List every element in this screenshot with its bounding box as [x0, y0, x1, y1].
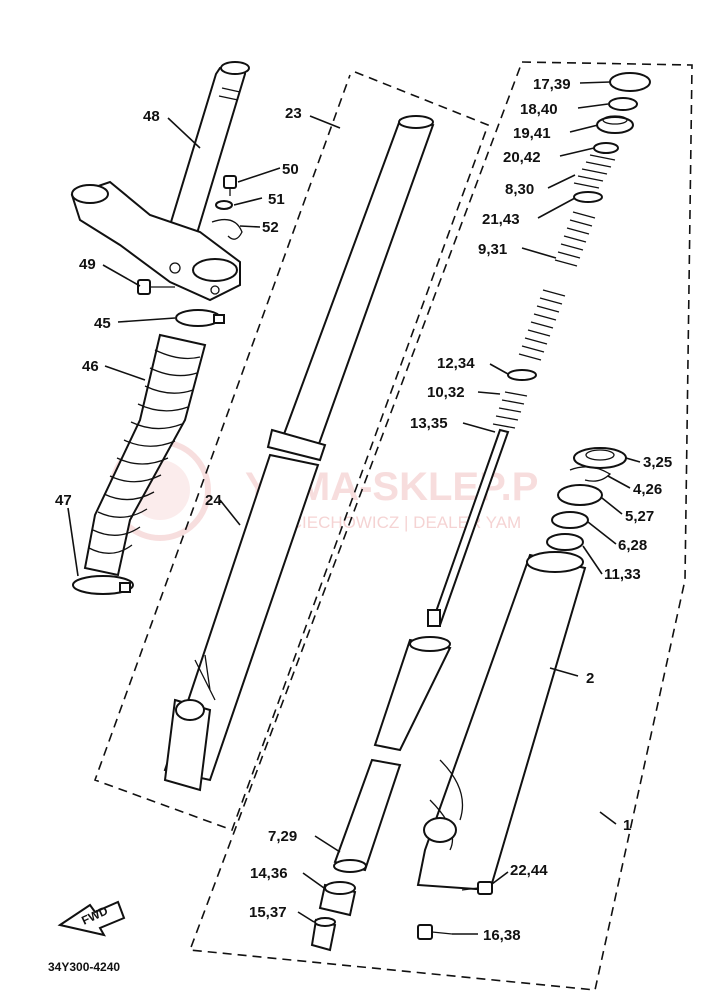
- label-51: 51: [268, 191, 285, 208]
- label-17-39: 17,39: [533, 76, 571, 93]
- bushing-11-33: [546, 533, 584, 551]
- copper-washer-15-37: [310, 917, 337, 952]
- label-15-37: 15,37: [249, 904, 287, 921]
- label-50: 50: [282, 161, 299, 178]
- label-1: 1: [623, 817, 631, 834]
- outer-tube-24: [163, 453, 320, 792]
- label-16-38: 16,38: [483, 927, 521, 944]
- rebound-spring-10-32: [492, 391, 528, 429]
- cap-bolt-17-39: [609, 72, 651, 92]
- label-52: 52: [262, 219, 279, 236]
- leader-lines: [67, 81, 641, 935]
- label-10-32: 10,32: [427, 384, 465, 401]
- drain-screw-22-44: [461, 881, 493, 895]
- label-8-30: 8,30: [505, 181, 534, 198]
- spacer-21-43: [573, 191, 603, 203]
- dust-seal-3-25: [573, 447, 627, 469]
- spring-8-30: [573, 154, 616, 189]
- label-47: 47: [55, 492, 72, 509]
- cylinder-7-29: [333, 636, 452, 873]
- label-14-36: 14,36: [250, 865, 288, 882]
- clip-4-26: [569, 466, 612, 482]
- label-19-41: 19,41: [513, 125, 551, 142]
- bolt-50: [223, 175, 237, 196]
- oring-18-40: [608, 97, 638, 111]
- spacer-19-41: [596, 115, 634, 134]
- label-22-44: 22,44: [510, 862, 548, 879]
- label-3-25: 3,25: [643, 454, 672, 471]
- label-21-43: 21,43: [482, 211, 520, 228]
- outer-tube-2: [416, 551, 587, 892]
- label-2: 2: [586, 670, 594, 687]
- label-7-29: 7,29: [268, 828, 297, 845]
- label-20-42: 20,42: [503, 149, 541, 166]
- oil-seal-5-27: [557, 484, 603, 506]
- label-49: 49: [79, 256, 96, 273]
- ring-12-34: [507, 369, 537, 381]
- fork-assembly-group-outline: [188, 61, 693, 991]
- washer-51: [215, 200, 233, 210]
- clamp-45: [175, 309, 225, 327]
- seat-20-42: [593, 142, 619, 154]
- clamp-47: [72, 575, 134, 595]
- label-45: 45: [94, 315, 111, 332]
- label-9-31: 9,31: [478, 241, 507, 258]
- label-23: 23: [285, 105, 302, 122]
- label-6-28: 6,28: [618, 537, 647, 554]
- label-24: 24: [205, 492, 222, 509]
- label-4-26: 4,26: [633, 481, 662, 498]
- inner-tube-23: [266, 115, 435, 462]
- washer-6-28: [551, 511, 589, 529]
- under-bracket-steering-shaft: [70, 61, 250, 302]
- fork-spring-9-31: [518, 211, 596, 361]
- label-13-35: 13,35: [410, 415, 448, 432]
- fwd-arrow-icon: FWD: [57, 900, 126, 937]
- bolt-49: [137, 279, 175, 295]
- clip-52: [211, 218, 243, 240]
- label-5-27: 5,27: [625, 508, 654, 525]
- outer-tube-group-outline: [93, 71, 490, 832]
- watermark-dealer: WOJCIECHOWICZ | DEALER YAM: [252, 513, 521, 532]
- part-labels: 48 23 50 51 52 49 45 46 47 24 17,39 18,4…: [55, 76, 672, 944]
- diagram-code: 34Y300-4240: [48, 960, 120, 974]
- bolt-16-38: [417, 924, 453, 940]
- damper-rod-13-35: [427, 428, 510, 627]
- oil-lock-piece-14-36: [318, 881, 357, 917]
- fork-boot-46: [83, 333, 207, 577]
- label-11-33: 11,33: [604, 566, 641, 583]
- label-48: 48: [143, 108, 160, 125]
- label-46: 46: [82, 358, 99, 375]
- label-12-34: 12,34: [437, 355, 475, 372]
- label-18-40: 18,40: [520, 101, 558, 118]
